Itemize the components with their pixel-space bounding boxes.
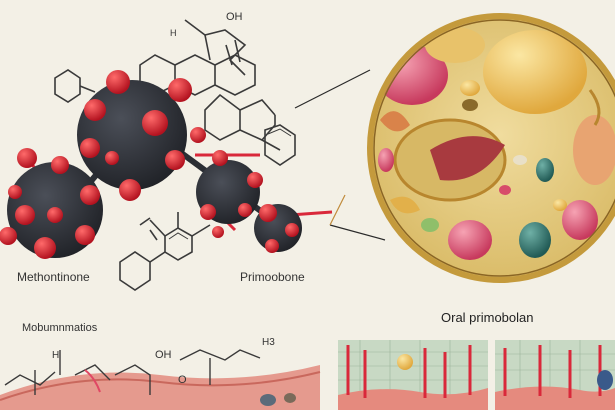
skeletal-structures — [54, 19, 296, 291]
molecule-cluster — [0, 70, 333, 259]
organelle-orange — [573, 115, 615, 185]
label-oral-primobolan: Oral primobolan — [441, 310, 534, 325]
label-mobumnmatios: Mobumnmatios — [22, 322, 98, 334]
tissue-band-left: H OH O H3 — [0, 337, 321, 410]
micro-panel-1 — [338, 340, 488, 410]
organelle-yellow-large — [483, 30, 587, 114]
organelle-pink-bottom — [448, 220, 492, 260]
organelle-teal — [519, 222, 551, 258]
h-label-top: H — [170, 28, 177, 38]
red-nodules — [0, 70, 299, 259]
o-label-bottom: O — [178, 374, 187, 386]
oh-label-top: OH — [226, 11, 243, 23]
h-label-bottom: H — [52, 350, 59, 361]
micro-panel-2 — [495, 340, 615, 410]
oh-label-bottom: OH — [155, 349, 172, 361]
callout-lines — [294, 69, 386, 241]
h3-label-bottom: H3 — [262, 337, 275, 348]
organelle-nucleus-core — [430, 136, 505, 181]
label-primoobone: Primoobone — [240, 270, 305, 284]
label-methontinone: Methontinone — [17, 270, 90, 284]
cell-magnification — [367, 13, 615, 283]
